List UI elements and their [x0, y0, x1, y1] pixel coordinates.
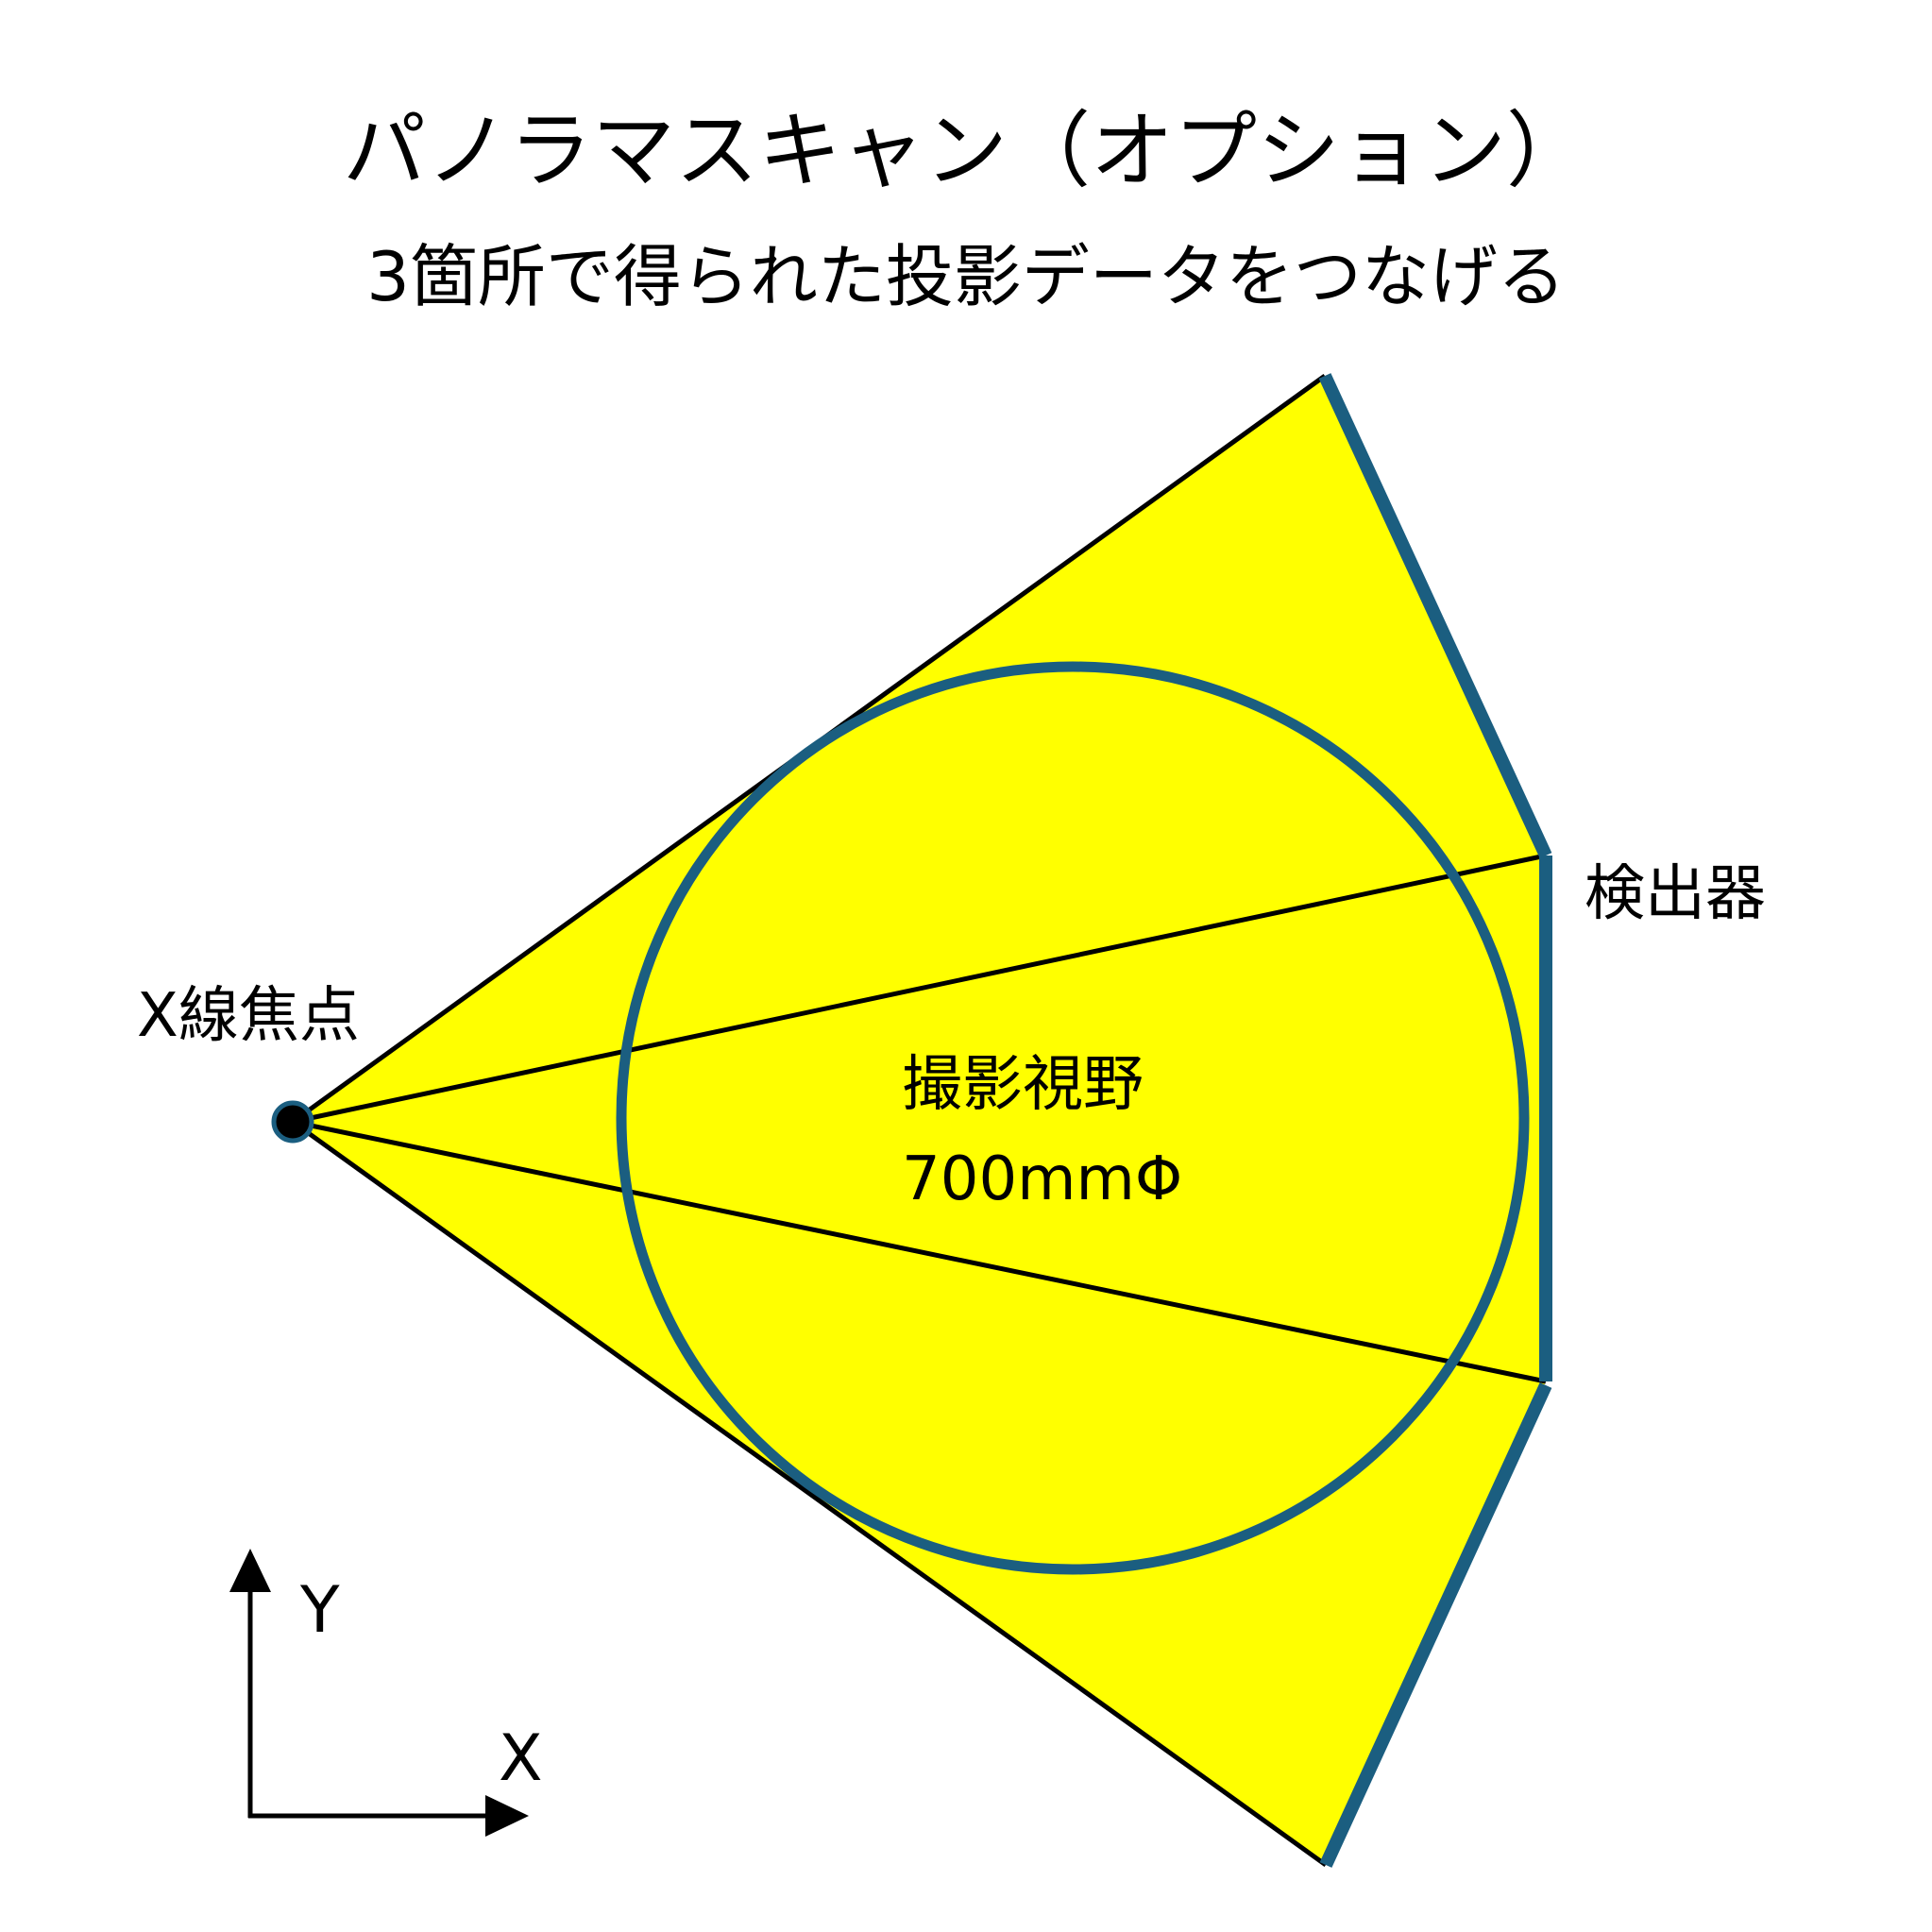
beam-line-to-detector-bottom [292, 1119, 1547, 1384]
diagram-subtitle: 3箇所で得られた投影データをつなげる [366, 237, 1566, 316]
fov-size-label: 700mmΦ [902, 1144, 1182, 1214]
beam-edge-lower [291, 1119, 1328, 1868]
xray-focus-point [271, 1100, 314, 1144]
diagram-title: パノラマスキャン（オプション） [343, 102, 1589, 199]
y-axis-label: Y [299, 1573, 340, 1648]
fov-name-label: 撮影視野 [902, 1050, 1144, 1120]
beam-line-to-detector-top [292, 853, 1547, 1125]
detector-segment-lower [1319, 1382, 1552, 1868]
x-axis-label: X [499, 1721, 543, 1796]
detector-segment-upper [1318, 373, 1552, 858]
xray-beam-fan [293, 376, 1546, 1865]
y-axis-arrowhead [229, 1549, 271, 1592]
x-axis-arrowhead [485, 1795, 529, 1837]
xray-focus-label: X線焦点 [137, 981, 360, 1051]
field-of-view-circle [616, 661, 1530, 1575]
detector-label: 検出器 [1585, 859, 1766, 929]
